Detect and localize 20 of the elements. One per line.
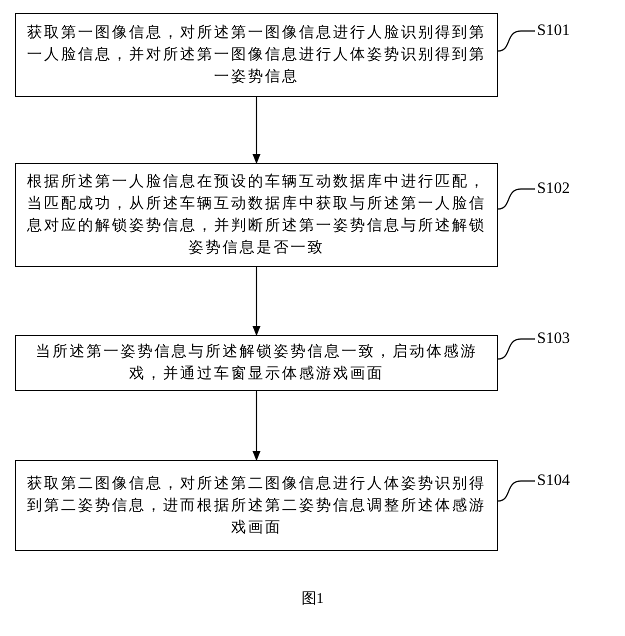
leader-line xyxy=(498,338,535,360)
leader-line xyxy=(498,188,535,210)
arrow xyxy=(252,267,260,336)
figure-caption: 图1 xyxy=(300,590,325,609)
process-box xyxy=(15,460,498,551)
step-text: 根据所述第一人脸信息在预设的车辆互动数据库中进行匹配，当匹配成功，从所述车辆互动数据库中获取与所述第一人脸信息对应的解锁姿势信息，并判断所述第一姿势信息与所述解锁姿势信息是否一致 xyxy=(26,172,487,258)
process-box xyxy=(15,13,498,97)
step-label: S102 xyxy=(537,178,607,200)
leader-line xyxy=(498,30,535,52)
step-text: 获取第二图像信息，对所述第二图像信息进行人体姿势识别得到第二姿势信息，进而根据所述第二姿势信息调整所述体感游戏画面 xyxy=(26,474,487,538)
step-label: S101 xyxy=(537,20,607,42)
arrow xyxy=(252,391,260,461)
step-label: S103 xyxy=(537,328,607,350)
process-box xyxy=(15,335,498,391)
step-label: S104 xyxy=(537,470,607,492)
process-box xyxy=(15,163,498,267)
arrow xyxy=(252,97,260,164)
step-text: 当所述第一姿势信息与所述解锁姿势信息一致，启动体感游戏，并通过车窗显示体感游戏画面 xyxy=(34,342,478,384)
leader-line xyxy=(498,480,535,502)
step-text: 获取第一图像信息，对所述第一图像信息进行人脸识别得到第一人脸信息，并对所述第一图像信息进行人体姿势识别得到第一姿势信息 xyxy=(26,24,487,87)
